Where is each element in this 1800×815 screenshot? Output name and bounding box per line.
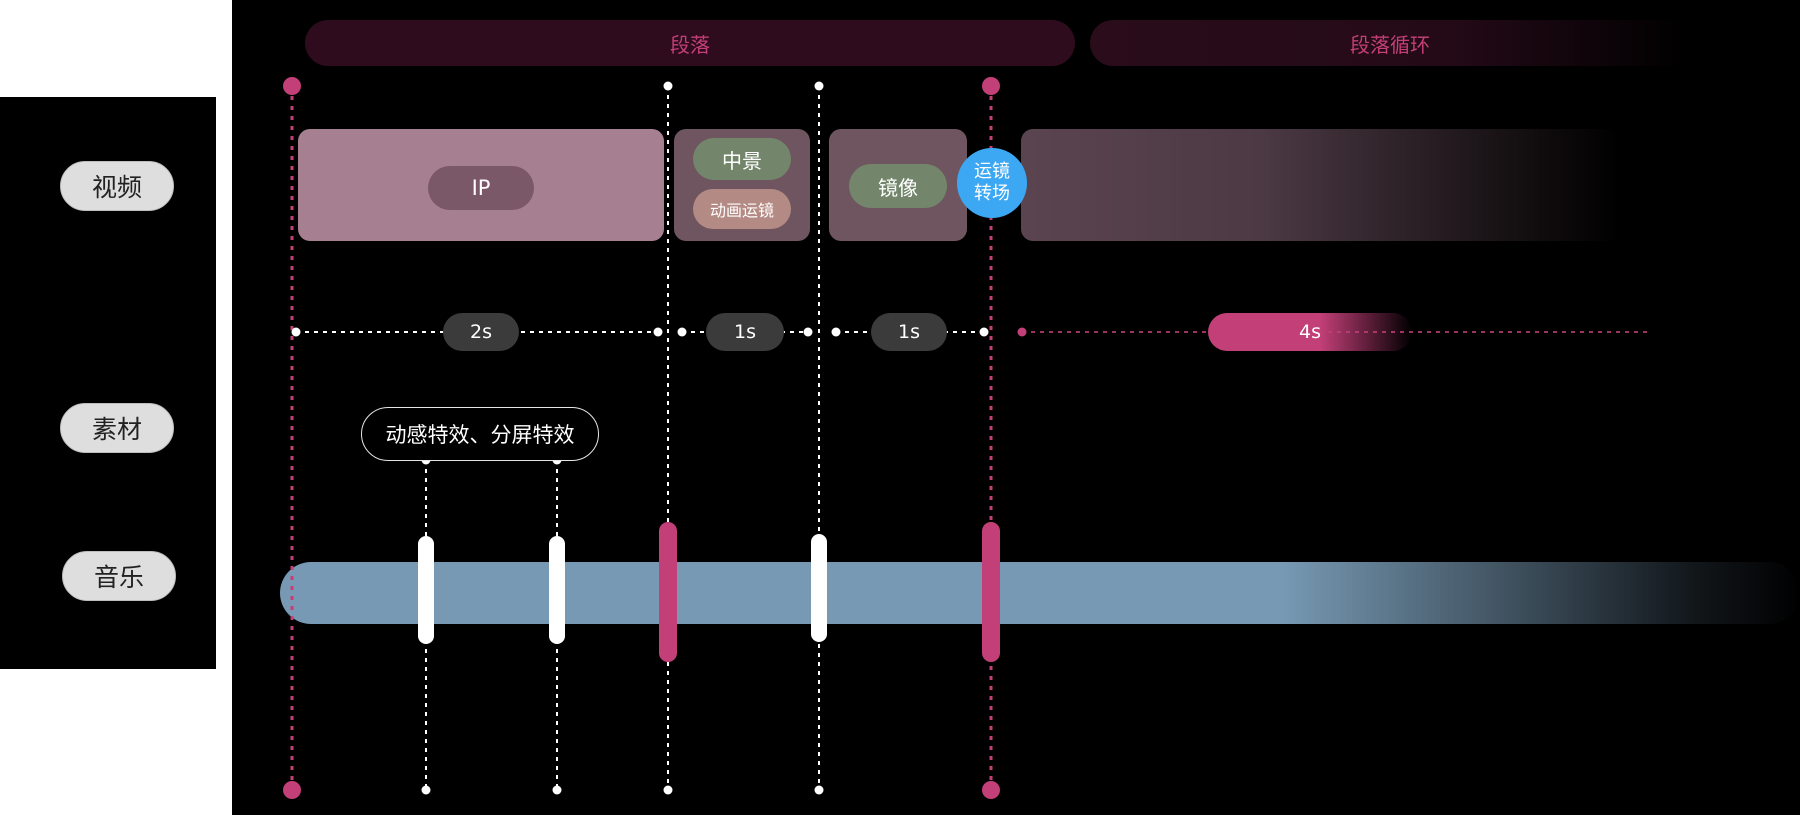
material-track-button[interactable]: 素材 [60,403,174,453]
medium-shot-tag-label: 中景 [722,148,762,173]
medium-shot-tag: 中景 [693,138,791,180]
ip-tag: IP [428,166,534,210]
end-marker-top [982,77,1000,95]
music-bar[interactable] [280,562,1800,624]
transition-label-line1: 运镜 [974,161,1010,182]
loop-duration-pill: 4s [1208,313,1412,351]
mirror-tag: 镜像 [849,164,947,208]
transition-label-line2: 转场 [974,183,1010,204]
loop-duration-label: 4s [1299,321,1321,343]
animated-camera-tag: 动画运镜 [693,189,791,229]
duration-pill: 1s [871,313,947,351]
effects-label-text: 动感特效、分屏特效 [385,423,575,447]
ip-tag-label: IP [471,176,491,200]
video-clip-loop[interactable] [1021,129,1621,241]
paragraph-loop-segment-header[interactable]: 段落循环 [1090,20,1690,66]
camera-transition-badge[interactable]: 运镜 转场 [957,148,1027,218]
duration-pill: 2s [443,313,519,351]
duration-label: 1s [734,321,756,343]
effects-label[interactable]: 动感特效、分屏特效 [361,407,599,461]
video-track-button[interactable]: 视频 [60,161,174,211]
end-marker-bottom [982,781,1000,799]
accent-beat-marker[interactable] [659,522,677,662]
effect-beat-marker[interactable] [549,536,565,644]
mirror-tag-label: 镜像 [878,175,918,200]
material-track-label: 素材 [91,415,142,444]
paragraph-loop-segment-label: 段落循环 [1350,32,1430,57]
start-marker-bottom [283,781,301,799]
paragraph-segment-label: 段落 [670,32,710,57]
effect-beat-marker[interactable] [418,536,434,644]
beat-marker[interactable] [811,534,827,642]
video-track-label: 视频 [91,173,142,202]
animated-camera-tag-label: 动画运镜 [709,201,774,220]
paragraph-segment-header[interactable]: 段落 [305,20,1075,66]
duration-pill: 1s [706,313,784,351]
duration-label: 1s [898,321,920,343]
timeline-canvas: 段落 段落循环 IP [232,0,1800,815]
music-track-label: 音乐 [93,563,144,592]
track-legend-panel: 视频 素材 音乐 [0,97,216,669]
music-track-button[interactable]: 音乐 [62,551,176,601]
start-marker-top [283,77,301,95]
accent-beat-marker[interactable] [982,522,1000,662]
duration-label: 2s [470,321,492,343]
